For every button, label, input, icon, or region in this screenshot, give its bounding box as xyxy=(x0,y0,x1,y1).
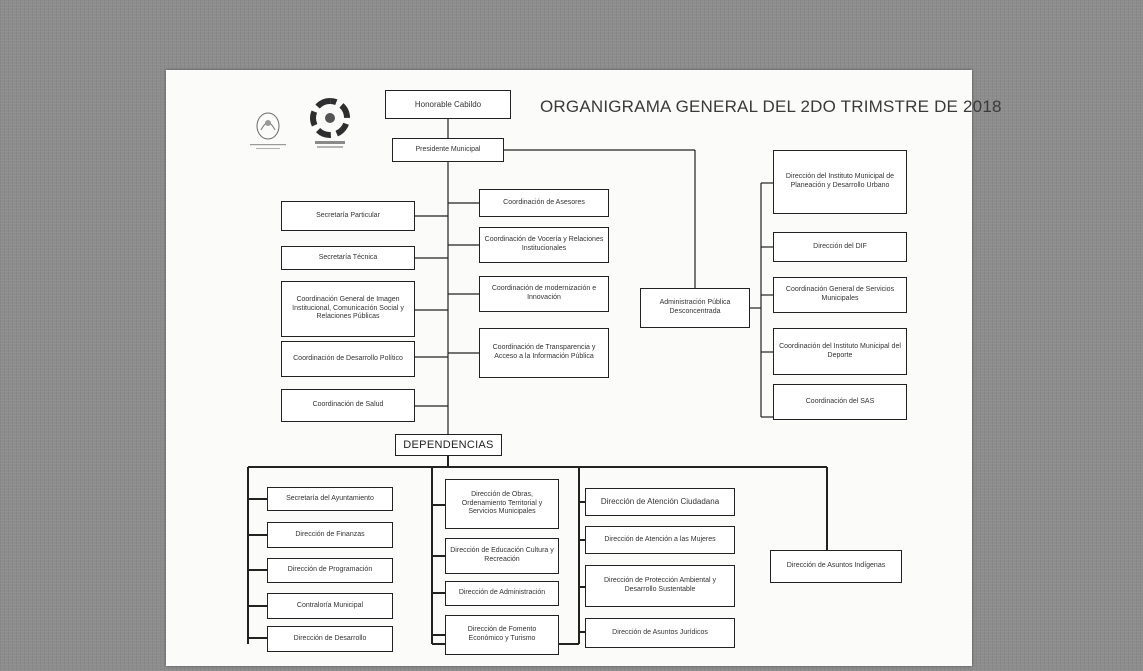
coordinacion-imagen-institucional-box: Coordinación General de Imagen Instituci… xyxy=(281,281,415,337)
instituto-deporte-box: Coordinación del Instituto Municipal del… xyxy=(773,328,907,375)
coordinacion-modernizacion-box: Coordinación de modernización e Innovaci… xyxy=(479,276,609,312)
coordinacion-sas-box: Coordinación del SAS xyxy=(773,384,907,420)
coordinacion-salud-box: Coordinación de Salud xyxy=(281,389,415,422)
direccion-dif-box: Dirección del DIF xyxy=(773,232,907,262)
instituto-planeacion-box: Dirección del Instituto Municipal de Pla… xyxy=(773,150,907,214)
secretaria-ayuntamiento-box: Secretaría del Ayuntamiento xyxy=(267,487,393,511)
secretaria-particular-box: Secretaría Particular xyxy=(281,201,415,231)
chart-title: ORGANIGRAMA GENERAL DEL 2DO TRIMSTRE DE … xyxy=(540,97,1002,116)
direccion-administracion-box: Dirección de Administración xyxy=(445,581,559,606)
direccion-atencion-ciudadana-box: Dirección de Atención Ciudadana xyxy=(585,488,735,516)
coordinacion-transparencia-box: Coordinación de Transparencia y Acceso a… xyxy=(479,328,609,378)
connector-lines xyxy=(247,119,828,645)
administracion-publica-box: Administración Pública Desconcentrada xyxy=(640,288,750,328)
direccion-proteccion-ambiental-box: Dirección de Protección Ambiental y Desa… xyxy=(585,565,735,607)
contraloria-municipal-box: Contraloría Municipal xyxy=(267,593,393,619)
secretaria-tecnica-box: Secretaría Técnica xyxy=(281,246,415,270)
servicios-municipales-box: Coordinación General de Servicios Munici… xyxy=(773,277,907,313)
direccion-educacion-box: Dirección de Educación Cultura y Recreac… xyxy=(445,538,559,574)
direccion-atencion-mujeres-box: Dirección de Atención a las Mujeres xyxy=(585,526,735,554)
direccion-obras-box: Dirección de Obras, Ordenamiento Territo… xyxy=(445,479,559,529)
coordinacion-voceria-box: Coordinación de Vocería y Relaciones Ins… xyxy=(479,227,609,263)
municipal-logo xyxy=(310,98,351,148)
direccion-fomento-economico-box: Dirección de Fomento Económico y Turismo xyxy=(445,615,559,655)
direccion-desarrollo-box: Dirección de Desarrollo xyxy=(267,626,393,652)
dependencias-label: DEPENDENCIAS xyxy=(395,434,502,456)
org-chart-sheet: ORGANIGRAMA GENERAL DEL 2DO TRIMSTRE DE … xyxy=(166,70,1001,666)
coordinacion-desarrollo-politico-box: Coordinación de Desarrollo Político xyxy=(281,341,415,377)
coat-of-arms-logo xyxy=(250,112,286,149)
direccion-asuntos-juridicos-box: Dirección de Asuntos Jurídicos xyxy=(585,618,735,648)
honorable-cabildo-box: Honorable Cabildo xyxy=(385,90,511,119)
direccion-programacion-box: Dirección de Programación xyxy=(267,558,393,583)
direccion-asuntos-indigenas-box: Dirección de Asuntos Indígenas xyxy=(770,550,902,583)
presidente-municipal-box: Presidente Municipal xyxy=(392,138,504,162)
coordinacion-asesores-box: Coordinación de Asesores xyxy=(479,189,609,217)
direccion-finanzas-box: Dirección de Finanzas xyxy=(267,522,393,548)
